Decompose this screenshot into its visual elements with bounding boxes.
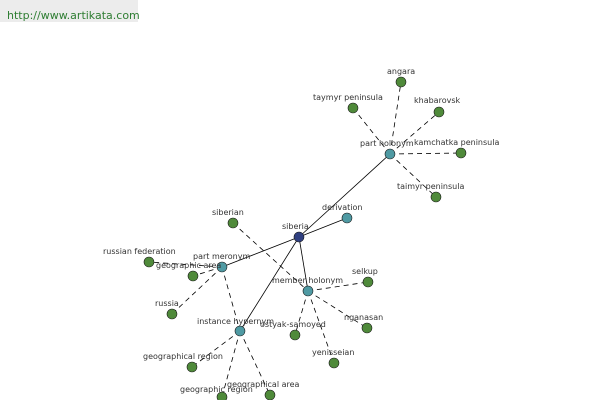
url-bar: http://www.artikata.com bbox=[0, 0, 140, 22]
label-angara[interactable]: angara bbox=[387, 67, 415, 76]
node-derivation[interactable] bbox=[341, 212, 353, 224]
edge-part-holonym-taymyr-peninsula bbox=[352, 107, 391, 155]
label-yenisseian[interactable]: yenisseian bbox=[312, 348, 354, 357]
edge-siberia-part-holonym bbox=[298, 153, 391, 238]
edge-part-meronym-russian-federation bbox=[148, 261, 223, 268]
node-selkup[interactable] bbox=[362, 276, 374, 288]
edge-siberia-instance-hypernym bbox=[239, 236, 300, 332]
label-instance-hypernym[interactable]: instance hypernym bbox=[197, 317, 274, 326]
label-geographic-region[interactable]: geographic region bbox=[180, 385, 253, 394]
edge-member-holonym-selkup bbox=[307, 281, 369, 292]
node-instance-hypernym[interactable] bbox=[234, 325, 246, 337]
label-taimyr-peninsula[interactable]: taimyr peninsula bbox=[397, 182, 464, 191]
edge-siberia-member-holonym bbox=[298, 236, 309, 292]
label-russia[interactable]: russia bbox=[155, 299, 179, 308]
node-geographic-region[interactable] bbox=[216, 391, 228, 400]
label-taymyr-peninsula[interactable]: taymyr peninsula bbox=[313, 93, 383, 102]
edge-instance-hypernym-geographical-area bbox=[239, 330, 271, 396]
node-taymyr-peninsula[interactable] bbox=[347, 102, 359, 114]
label-part-meronym[interactable]: part meronym bbox=[193, 252, 250, 261]
node-geographical-region[interactable] bbox=[186, 361, 198, 373]
label-member-holonym[interactable]: member holonym bbox=[272, 276, 343, 285]
label-siberia[interactable]: siberia bbox=[282, 222, 309, 231]
edge-part-holonym-angara bbox=[389, 81, 402, 155]
edge-siberia-derivation bbox=[298, 217, 348, 238]
artikata-link[interactable]: http://www.artikata.com bbox=[7, 9, 140, 22]
edge-instance-hypernym-geographical-region bbox=[191, 330, 241, 368]
edge-instance-hypernym-geographic-region bbox=[221, 330, 241, 398]
edge-part-meronym-instance-hypernym bbox=[221, 266, 241, 332]
edge-member-holonym-ostyak-samoyed bbox=[294, 290, 309, 336]
node-ostyak-samoyed[interactable] bbox=[289, 329, 301, 341]
node-taimyr-peninsula[interactable] bbox=[430, 191, 442, 203]
edge-part-meronym-russia bbox=[171, 266, 223, 315]
nodes-layer bbox=[143, 76, 467, 400]
labels-layer: siberia part holonym derivation part merony… bbox=[103, 67, 499, 394]
node-geographical-area[interactable] bbox=[264, 389, 276, 400]
label-geographical-region[interactable]: geographical region bbox=[143, 352, 223, 361]
node-part-meronym[interactable] bbox=[216, 261, 228, 273]
node-yenisseian[interactable] bbox=[328, 357, 340, 369]
edge-part-holonym-khabarovsk bbox=[389, 111, 440, 155]
label-kamchatka-peninsula[interactable]: kamchatka peninsula bbox=[414, 138, 499, 147]
edge-member-holonym-nganasan bbox=[307, 290, 368, 329]
label-khabarovsk[interactable]: khabarovsk bbox=[414, 96, 460, 105]
node-siberia[interactable] bbox=[293, 231, 305, 243]
node-member-holonym[interactable] bbox=[302, 285, 314, 297]
edge-siberian-member-holonym bbox=[232, 222, 309, 292]
label-geographic-area[interactable]: geographic area bbox=[156, 261, 221, 270]
node-part-holonym[interactable] bbox=[384, 148, 396, 160]
edge-siberia-part-meronym bbox=[221, 236, 300, 268]
node-geographic-area[interactable] bbox=[187, 270, 199, 282]
node-angara[interactable] bbox=[395, 76, 407, 88]
edge-part-holonym-kamchatka-peninsula bbox=[389, 152, 462, 155]
edge-part-holonym-taimyr-peninsula bbox=[389, 153, 437, 198]
label-derivation[interactable]: derivation bbox=[322, 203, 362, 212]
label-russian-federation[interactable]: russian federation bbox=[103, 247, 176, 256]
label-ostyak-samoyed[interactable]: ostyak-samoyed bbox=[260, 320, 326, 329]
label-nganasan[interactable]: nganasan bbox=[344, 313, 383, 322]
node-kamchatka-peninsula[interactable] bbox=[455, 147, 467, 159]
label-siberian[interactable]: siberian bbox=[212, 208, 244, 217]
edges-layer bbox=[148, 81, 462, 398]
label-part-holonym[interactable]: part holonym bbox=[360, 139, 414, 148]
edge-member-holonym-yenisseian bbox=[307, 290, 335, 364]
node-khabarovsk[interactable] bbox=[433, 106, 445, 118]
label-geographical-area[interactable]: geographical area bbox=[227, 380, 300, 389]
node-siberian[interactable] bbox=[227, 217, 239, 229]
node-russia[interactable] bbox=[166, 308, 178, 320]
node-nganasan[interactable] bbox=[361, 322, 373, 334]
label-selkup[interactable]: selkup bbox=[352, 267, 378, 276]
node-russian-federation[interactable] bbox=[143, 256, 155, 268]
